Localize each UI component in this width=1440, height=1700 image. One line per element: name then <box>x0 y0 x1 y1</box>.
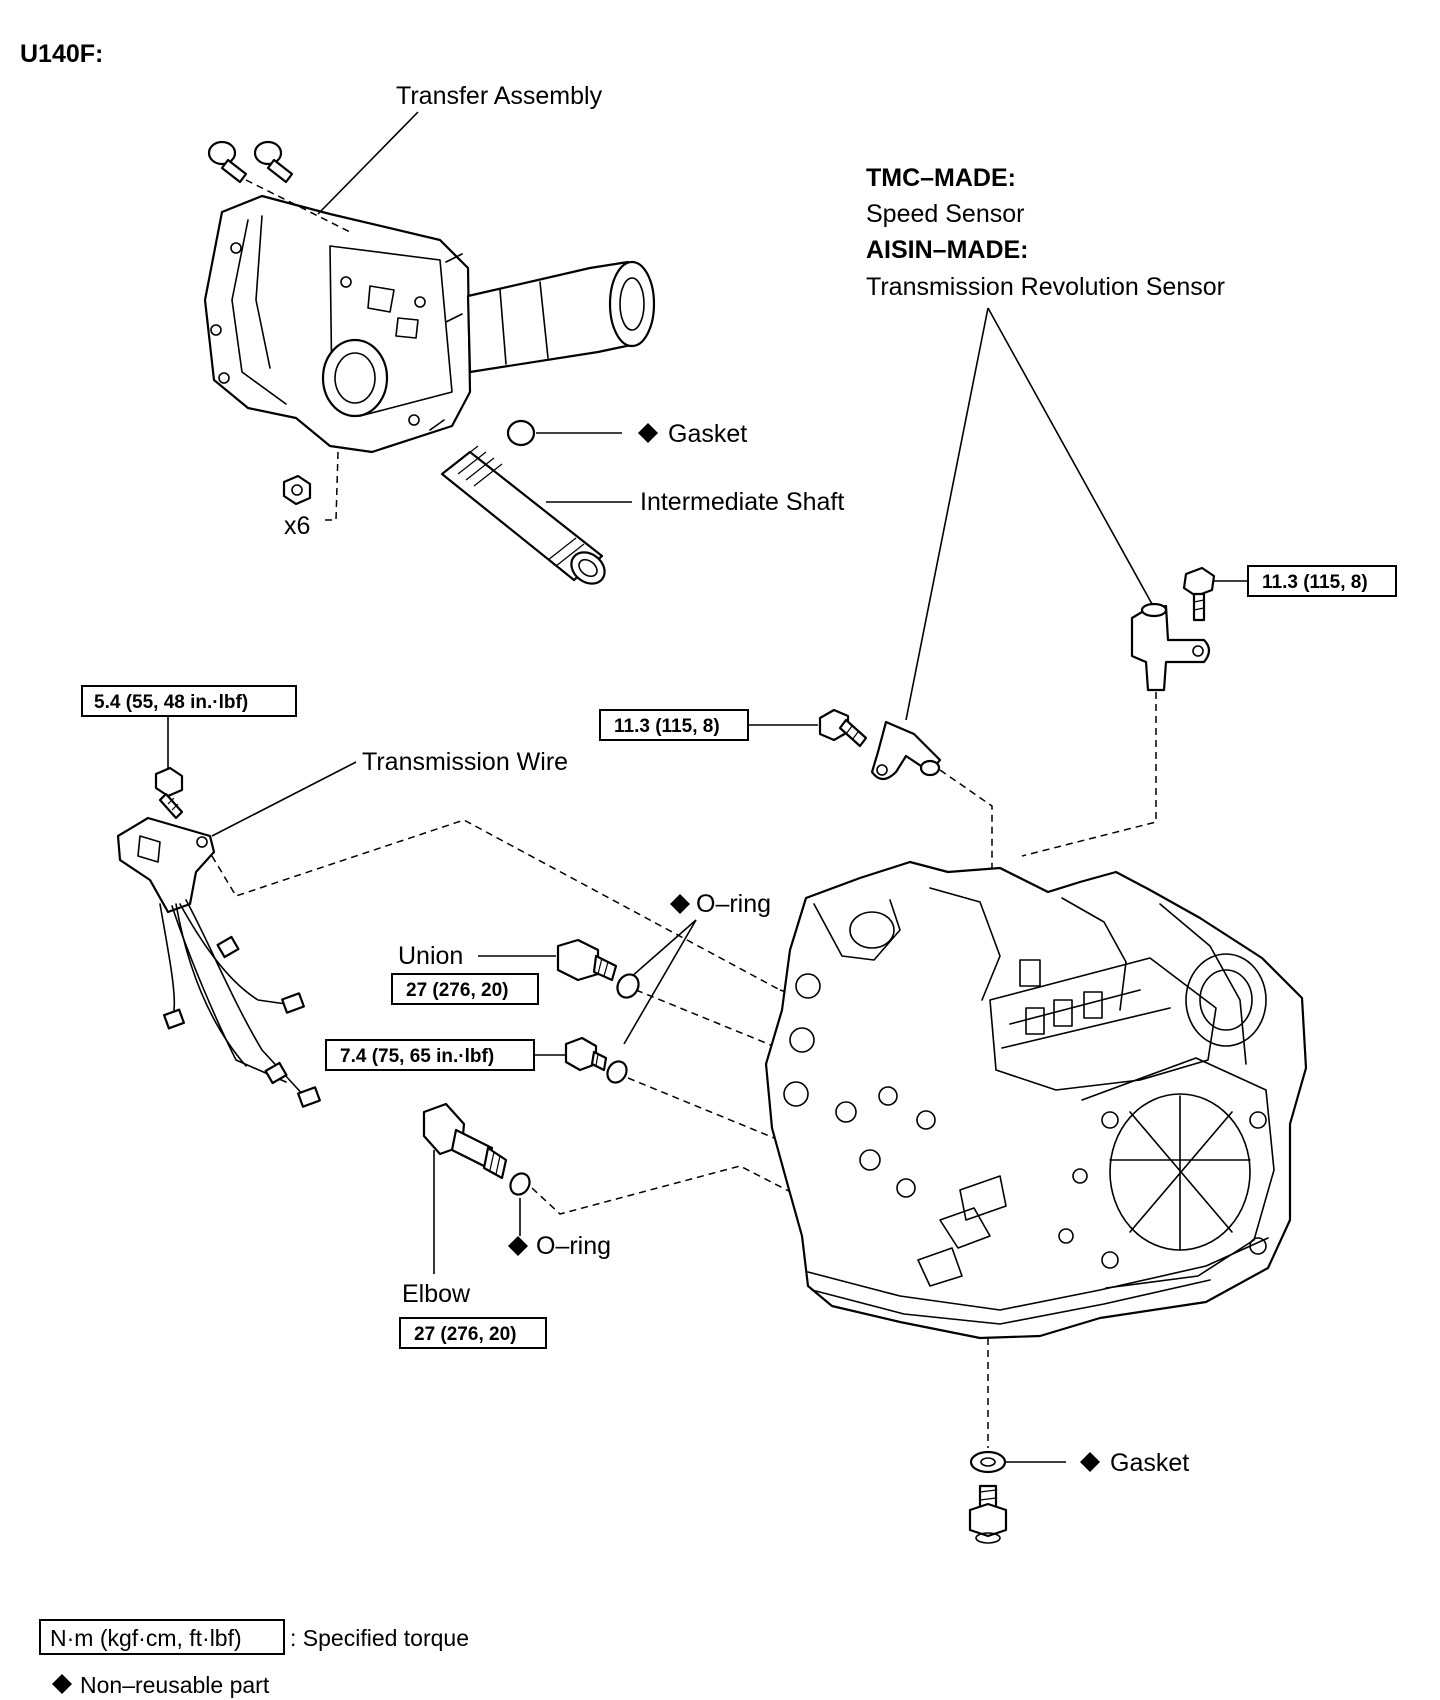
non-reusable-mark-gasket-top <box>638 423 658 443</box>
svg-text:27 (276, 20): 27 (276, 20) <box>414 1324 516 1345</box>
o-ring-upper-leader-b <box>623 919 697 1045</box>
o-ring-plug <box>606 1060 628 1084</box>
drain-plug <box>968 1484 1008 1544</box>
o-ring-upper-leader-a <box>629 919 697 979</box>
gasket-bottom-label: Gasket <box>1110 1449 1189 1477</box>
trans-rev-torque-box: 11.3 (115, 8) <box>1247 565 1397 597</box>
legend-non-reusable-mark <box>52 1674 72 1694</box>
non-reusable-mark-gasket-bottom <box>1080 1452 1100 1472</box>
speed-sensor-guide <box>939 769 993 1100</box>
transfer-assembly-drawing <box>203 140 656 506</box>
legend-torque-unit: N·m (kgf·cm, ft·lbf) <box>50 1625 242 1651</box>
x6-label: x6 <box>284 512 310 540</box>
non-reusable-mark-oring-lower <box>508 1236 528 1256</box>
model-title: U140F: <box>20 40 103 68</box>
plug-bolt <box>564 1036 608 1072</box>
intermediate-shaft-label: Intermediate Shaft <box>640 488 844 516</box>
elbow-fitting <box>422 1102 508 1180</box>
transfer-bolt-right <box>253 140 294 184</box>
legend-torque-desc: : Specified torque <box>290 1625 469 1651</box>
svg-text:7.4 (75, 65 in.·lbf): 7.4 (75, 65 in.·lbf) <box>340 1046 494 1067</box>
svg-text:27 (276, 20): 27 (276, 20) <box>406 980 508 1001</box>
wire-bolt <box>154 766 184 820</box>
transmission-wire-leader <box>211 761 357 837</box>
svg-text:5.4 (55, 48 in.·lbf): 5.4 (55, 48 in.·lbf) <box>94 692 248 713</box>
sensor-leader-left <box>905 307 989 721</box>
aisin-made-label: AISIN–MADE: <box>866 236 1029 264</box>
tmc-made-label: TMC–MADE: <box>866 164 1016 192</box>
legend-non-reusable: Non–reusable part <box>80 1672 270 1698</box>
transfer-assembly-leader <box>317 111 419 215</box>
gasket-top-ring <box>506 419 536 447</box>
o-ring-upper-label: O–ring <box>696 890 771 918</box>
trans-rev-sensor-label: Transmission Revolution Sensor <box>866 273 1225 301</box>
o-ring-union <box>616 973 640 999</box>
gasket-top-label: Gasket <box>668 420 747 448</box>
o-ring-lower-label: O–ring <box>536 1232 611 1260</box>
transmission-wire-harness <box>116 816 321 1108</box>
speed-sensor-bolt <box>818 708 868 748</box>
transfer-bolt-guide <box>245 179 351 233</box>
trans-rev-sensor-bolt <box>1182 566 1216 622</box>
svg-text:11.3 (115, 8): 11.3 (115, 8) <box>1262 572 1368 593</box>
union-label: Union <box>398 942 463 970</box>
union-torque-box: 27 (276, 20) <box>391 973 539 1005</box>
speed-sensor-label: Speed Sensor <box>866 200 1024 228</box>
trans-rev-sensor-guide <box>1021 692 1157 857</box>
transfer-nut <box>282 474 312 506</box>
svg-text:11.3 (115, 8): 11.3 (115, 8) <box>614 716 720 737</box>
union-fitting <box>556 938 618 982</box>
wire-guide-upper <box>211 819 781 991</box>
plug-torque-box: 7.4 (75, 65 in.·lbf) <box>325 1039 535 1071</box>
drain-gasket <box>969 1450 1007 1474</box>
non-reusable-mark-oring-upper <box>670 894 690 914</box>
union-guide <box>635 989 789 1053</box>
wire-torque-box: 5.4 (55, 48 in.·lbf) <box>81 685 297 717</box>
speed-sensor-torque-box: 11.3 (115, 8) <box>599 709 749 741</box>
elbow-guide <box>531 1165 819 1215</box>
transaxle-body-drawing <box>764 860 1308 1340</box>
trans-rev-sensor <box>1130 602 1211 692</box>
legend-torque-box: N·m (kgf·cm, ft·lbf) <box>39 1619 285 1655</box>
speed-sensor <box>870 720 942 781</box>
intermediate-shaft-drawing <box>440 445 606 585</box>
o-ring-elbow <box>509 1172 531 1196</box>
transfer-bolt-left <box>207 140 248 184</box>
transfer-nut-guide <box>322 451 339 521</box>
transfer-assembly-label: Transfer Assembly <box>396 82 603 110</box>
elbow-label: Elbow <box>402 1280 471 1308</box>
transmission-wire-label: Transmission Wire <box>362 748 568 776</box>
elbow-torque-box: 27 (276, 20) <box>399 1317 547 1349</box>
sensor-leader-right <box>987 307 1153 605</box>
